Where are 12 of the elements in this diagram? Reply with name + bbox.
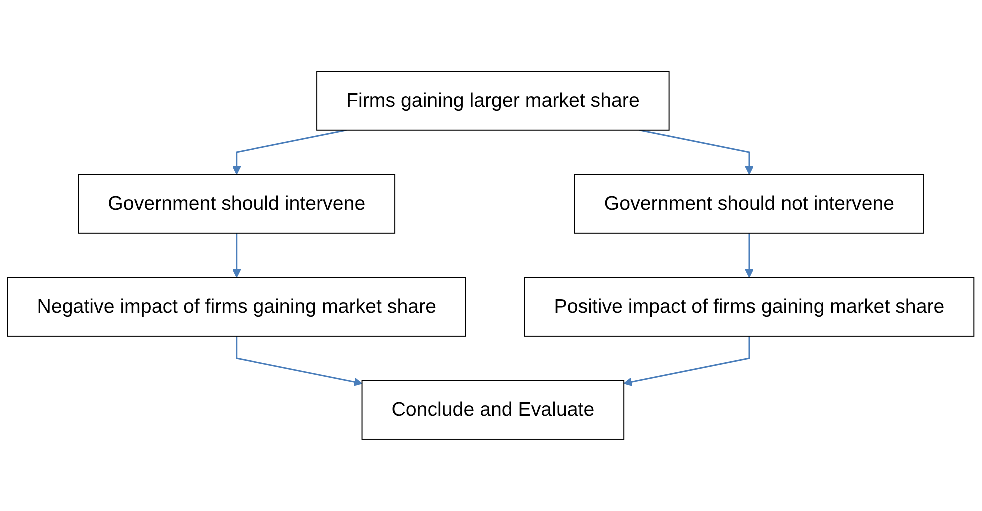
- arrow: [745, 233, 754, 278]
- node-box: Conclude and Evaluate: [362, 380, 625, 440]
- node-box: Government should intervene: [78, 174, 396, 234]
- arrow: [232, 130, 347, 175]
- node-box: Positive impact of firms gaining market share: [524, 277, 975, 337]
- node-box: Government should not intervene: [574, 174, 924, 234]
- arrow: [236, 336, 363, 386]
- node-box: Firms gaining larger market share: [316, 71, 670, 131]
- arrow: [624, 336, 750, 386]
- node-box: Negative impact of firms gaining market share: [7, 277, 466, 337]
- arrow: [232, 233, 242, 278]
- arrow: [640, 130, 754, 175]
